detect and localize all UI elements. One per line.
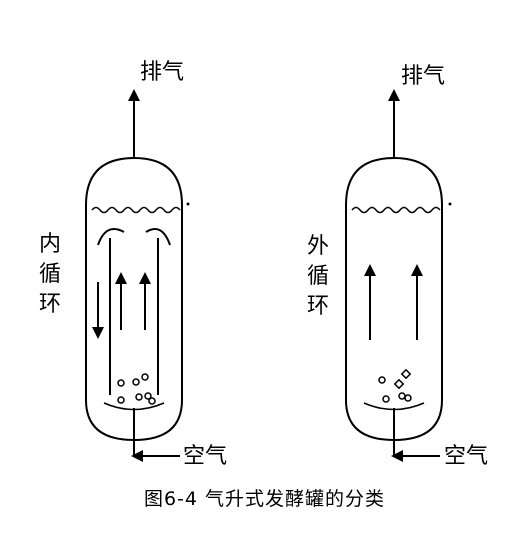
right-bubbles bbox=[378, 368, 412, 403]
left-type-char-3: 环 bbox=[38, 292, 61, 317]
right-air-label: 空气 bbox=[444, 444, 489, 469]
left-flow-arc-right bbox=[145, 228, 171, 246]
right-exhaust-label: 排气 bbox=[401, 64, 446, 89]
left-exhaust-label: 排气 bbox=[140, 60, 185, 85]
right-vessel bbox=[345, 89, 452, 462]
left-marker-dot bbox=[186, 202, 190, 206]
right-liquid-surface bbox=[351, 206, 441, 214]
left-flow-arc-left bbox=[97, 228, 125, 246]
figure-caption: 图6-4 气升式发酵罐的分类 bbox=[143, 488, 386, 510]
left-vessel-body bbox=[85, 156, 183, 442]
left-bubbles bbox=[117, 373, 156, 405]
left-vessel bbox=[85, 89, 190, 462]
right-vessel-body bbox=[345, 156, 443, 442]
left-liquid-surface bbox=[91, 206, 181, 214]
right-circulation-type-label: 外 循 环 bbox=[306, 232, 330, 322]
right-type-char-3: 环 bbox=[306, 294, 329, 319]
right-marker-dot bbox=[448, 202, 452, 206]
right-type-char-1: 外 bbox=[306, 234, 329, 259]
left-air-label: 空气 bbox=[183, 444, 228, 469]
right-type-char-2: 循 bbox=[306, 264, 329, 289]
left-type-char-2: 循 bbox=[38, 262, 61, 287]
left-circulation-type-label: 内 循 环 bbox=[38, 230, 62, 320]
left-type-char-1: 内 bbox=[38, 232, 61, 257]
